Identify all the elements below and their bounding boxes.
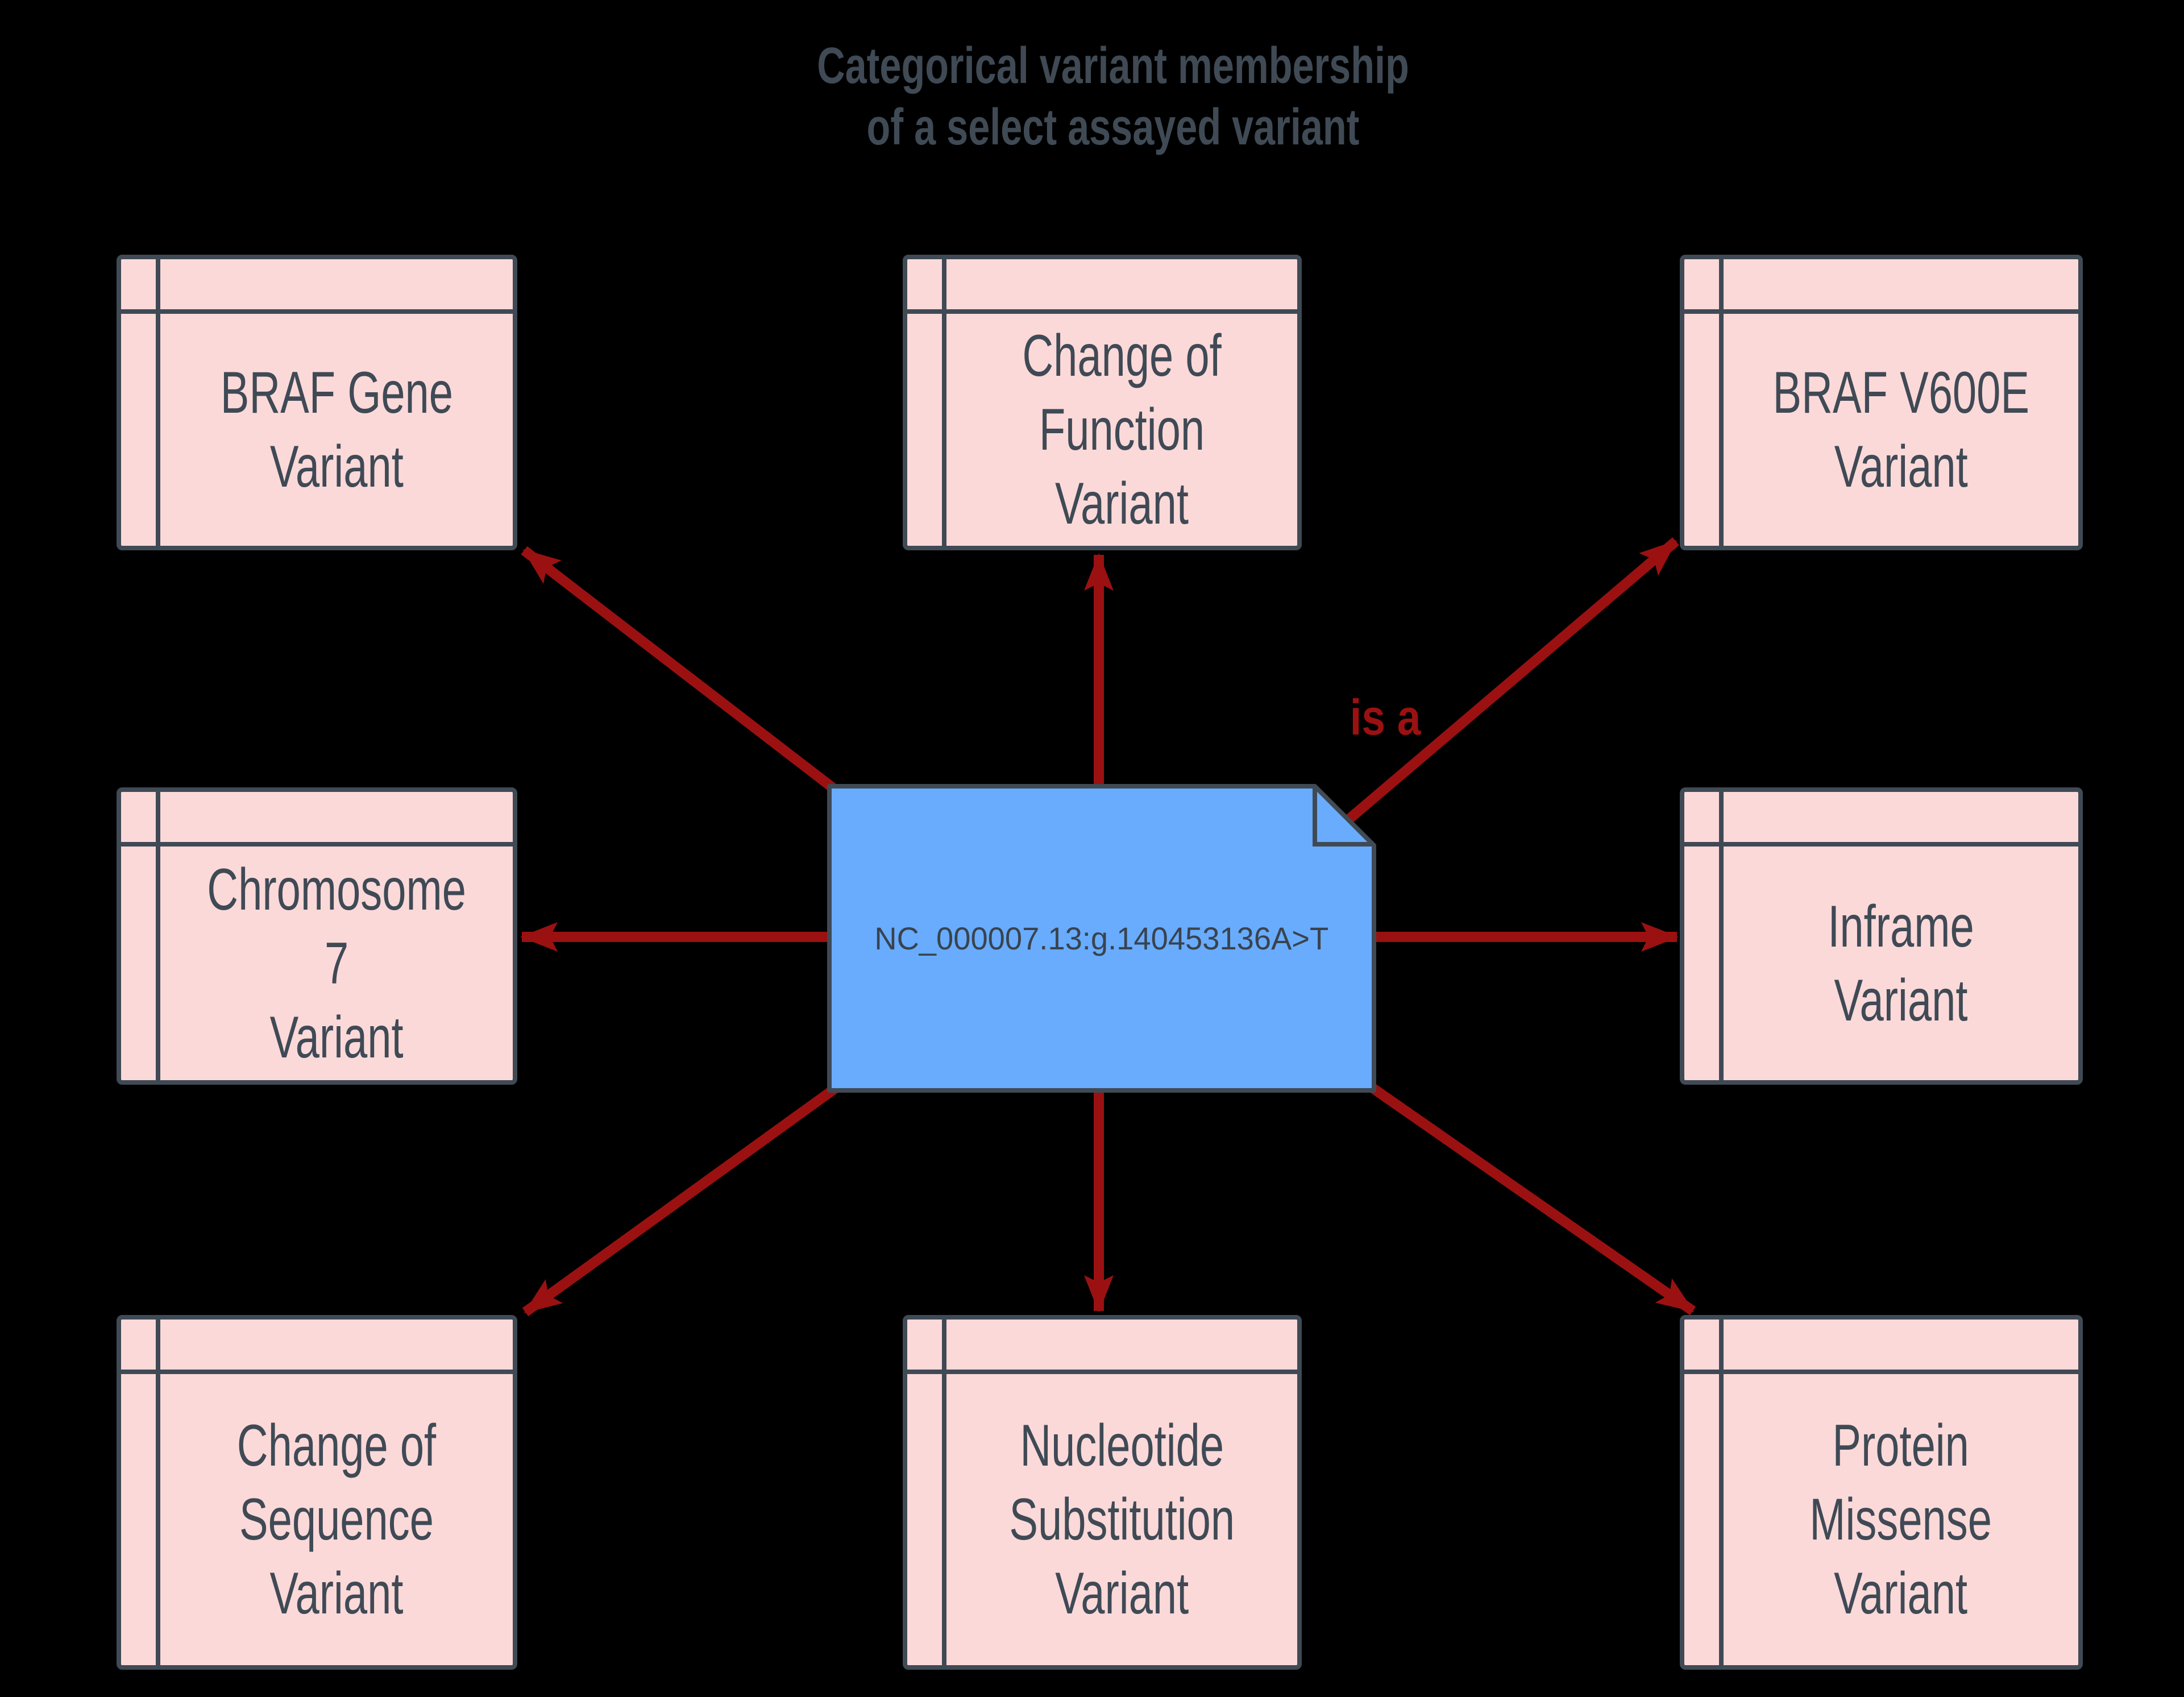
edge-northeast-braf-v600e-variant[interactable] (1338, 537, 1679, 829)
box-top-divider (121, 1370, 513, 1374)
node-label: BRAF Gene Variant (220, 360, 453, 500)
note-shape (827, 784, 1376, 1093)
box-cell: Chromosome 7 Variant (160, 847, 513, 1080)
box-cell: Protein Missense Variant (1724, 1374, 2078, 1665)
box-cell: Inframe Variant (1724, 847, 2078, 1080)
edge-southwest-change-of-sequence-variant[interactable] (522, 1074, 852, 1317)
box-left-divider (1719, 1320, 1724, 1665)
assayed-variant-label: NC_000007.13:g.140453136A>T (874, 920, 1329, 956)
box-left-divider (942, 259, 946, 546)
note-label-container: NC_000007.13:g.140453136A>T (827, 784, 1376, 1093)
box-top-divider (907, 309, 1297, 314)
node-braf-gene-variant[interactable]: BRAF Gene Variant (117, 255, 517, 550)
node-label: Inframe Variant (1828, 893, 1974, 1034)
node-label: Nucleotide Substitution Variant (1009, 1413, 1235, 1627)
box-top-divider (1684, 842, 2078, 847)
box-cell: Nucleotide Substitution Variant (946, 1374, 1297, 1665)
box-left-divider (1719, 259, 1724, 546)
note-fold-corner (1313, 787, 1373, 847)
note-shape-layer (827, 784, 1376, 1093)
node-chromosome-7-variant[interactable]: Chromosome 7 Variant (117, 787, 517, 1085)
box-left-divider (156, 259, 160, 546)
box-top-divider (121, 309, 513, 314)
box-top-divider (1684, 309, 2078, 314)
node-change-of-function-variant[interactable]: Change of Function Variant (903, 255, 1302, 550)
box-cell: Change of Function Variant (946, 314, 1297, 546)
diagram-title: Categorical variant membership of a sele… (724, 35, 1502, 158)
box-left-divider (942, 1320, 946, 1665)
node-change-of-sequence-variant[interactable]: Change of Sequence Variant (117, 1315, 517, 1670)
node-label: Protein Missense Variant (1809, 1413, 1992, 1627)
node-label: Change of Function Variant (1022, 323, 1222, 537)
node-protein-missense-variant[interactable]: Protein Missense Variant (1680, 1315, 2083, 1670)
edge-label-is-a: is a (1344, 688, 1427, 746)
box-left-divider (1719, 792, 1724, 1080)
box-cell: Change of Sequence Variant (160, 1374, 513, 1665)
node-nucleotide-substitution-variant[interactable]: Nucleotide Substitution Variant (903, 1315, 1302, 1670)
box-cell: BRAF Gene Variant (160, 314, 513, 546)
node-label: Chromosome 7 Variant (207, 856, 466, 1071)
box-top-divider (121, 842, 513, 847)
box-cell: BRAF V600E Variant (1724, 314, 2078, 546)
node-label: Change of Sequence Variant (236, 1413, 437, 1627)
box-left-divider (156, 792, 160, 1080)
node-label: BRAF V600E Variant (1772, 360, 2029, 500)
edge-southeast-protein-missense-variant[interactable] (1356, 1074, 1696, 1316)
edge-label-is-a-text: is a (1350, 689, 1421, 745)
diagram-title-text: Categorical variant membership of a sele… (817, 38, 1409, 156)
box-top-divider (907, 1370, 1297, 1374)
node-inframe-variant[interactable]: Inframe Variant (1680, 787, 2083, 1085)
box-top-divider (1684, 1370, 2078, 1374)
node-braf-v600e-variant[interactable]: BRAF V600E Variant (1680, 255, 2083, 550)
box-left-divider (156, 1320, 160, 1665)
node-assayed-variant[interactable]: NC_000007.13:g.140453136A>T (827, 784, 1376, 1093)
edge-northwest-braf-gene-variant[interactable] (521, 546, 850, 803)
